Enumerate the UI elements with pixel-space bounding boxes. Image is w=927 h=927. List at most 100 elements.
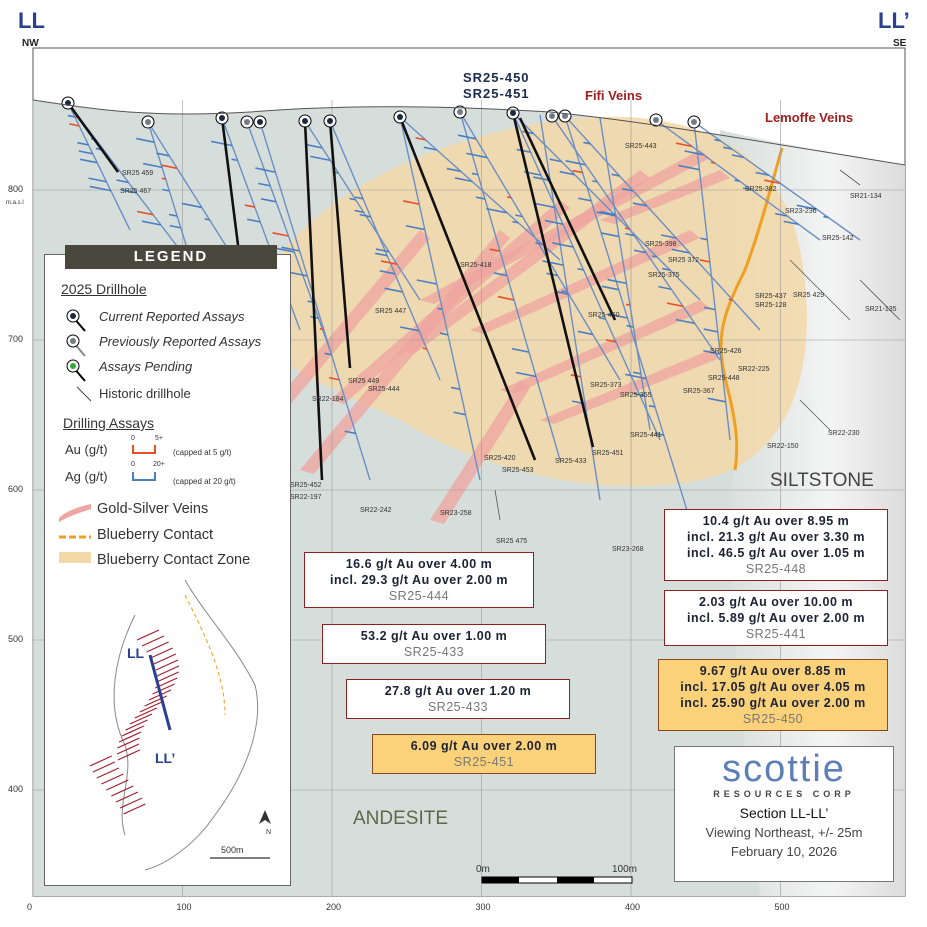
assay-result-line: 10.4 g/t Au over 8.95 m <box>702 514 850 528</box>
callout-hole-id: SR25-451 <box>453 755 515 769</box>
company-logo-sub: RESOURCES CORP <box>713 789 855 799</box>
legend-veins: Gold-Silver Veins <box>97 501 209 517</box>
ag-assay-bar <box>660 234 677 239</box>
inset-vein <box>118 731 142 743</box>
drillhole-collar-dot <box>244 119 250 125</box>
scale-end-label: 100m <box>612 864 638 875</box>
inset-vein <box>117 737 140 749</box>
drillhole-label: SR25-355 <box>620 392 652 399</box>
section-start-label: LL <box>18 8 45 33</box>
drillhole-label: SR25-382 <box>745 186 777 193</box>
previous-drillhole-trace <box>399 116 481 481</box>
ag-assay-bar <box>684 150 704 156</box>
drillhole-label: SR25-460 <box>588 312 620 319</box>
drillhole-label: SR22-150 <box>767 443 799 450</box>
inset-vein <box>92 761 116 773</box>
ag-assay-bar <box>359 213 371 218</box>
ag-assay-bar <box>578 197 592 202</box>
ag-assay-bar <box>475 196 486 200</box>
andesite-label: ANDESITE <box>353 808 449 829</box>
previous-drillhole-trace <box>564 115 761 331</box>
ag-assay-bar <box>703 328 718 333</box>
topography-line <box>32 99 906 166</box>
blueberry-contact-line <box>719 147 784 471</box>
ag-assay-bar <box>607 313 628 319</box>
ag-assay-bar <box>534 202 555 209</box>
ag-assay-bar <box>723 146 733 150</box>
drillhole-label: SR25-441 <box>630 432 662 439</box>
legend-pending: Assays Pending <box>99 359 193 374</box>
au-scale-min: 0 <box>131 435 135 442</box>
au-assay-bar <box>507 196 512 199</box>
inset-vein <box>125 719 148 731</box>
inset-scale-label: 500m <box>221 845 244 855</box>
assay-result-line: 6.09 g/t Au over 2.00 m <box>410 739 558 753</box>
ag-assay-bar <box>549 158 562 163</box>
ag-assay-bar <box>446 167 461 173</box>
title-block: scottie RESOURCES CORP Section LL-LL’ Vi… <box>674 746 894 882</box>
ag-assay-bar <box>632 202 648 207</box>
au-assay-bar <box>489 248 501 252</box>
callout-hole-id: SR25-448 <box>745 562 807 576</box>
legend-assays-heading: Drilling Assays <box>63 415 155 431</box>
ag-assay-bar <box>281 246 300 252</box>
ag-assay-bar <box>307 300 313 303</box>
zone-swatch <box>59 552 91 563</box>
ag-assay-bar <box>116 179 129 184</box>
drillhole-label: SR25-452 <box>290 482 322 489</box>
inset-vein <box>116 743 140 755</box>
au-cap-note: (capped at 5 g/t) <box>173 448 232 457</box>
inset-vein <box>111 785 134 797</box>
ag-assay-bar <box>121 188 137 194</box>
inset-vein <box>101 773 124 785</box>
drillhole-label: SR25-418 <box>460 262 492 269</box>
ag-cap-note: (capped at 20 g/t) <box>173 477 236 486</box>
ag-assay-bar <box>375 252 388 257</box>
ag-assay-bar <box>324 352 332 356</box>
au-assay-bar <box>422 347 427 350</box>
company-logo: scottie <box>722 748 846 790</box>
ag-assay-bar <box>592 180 598 183</box>
x-tick-label: 200 <box>326 902 342 912</box>
drillhole-collar-dot <box>302 118 308 124</box>
x-tick-label: 400 <box>625 902 641 912</box>
au-assay-bar <box>728 298 733 301</box>
au-assay-bar <box>764 179 781 185</box>
au-assay-bar <box>403 200 420 205</box>
historic-drillhole-icon <box>76 386 92 402</box>
ag-assay-bar <box>658 285 672 291</box>
section-line <box>148 654 172 731</box>
ag-assay-bar <box>755 171 769 176</box>
ag-assay-bar <box>823 215 829 219</box>
drillhole-label: SR23-268 <box>612 546 644 553</box>
x-tick-label: 0 <box>27 902 33 912</box>
drillhole-collar-dot <box>653 117 659 123</box>
vein <box>500 300 710 394</box>
vein <box>430 380 530 524</box>
ag-assay-bar <box>310 155 331 162</box>
north-label: N <box>266 829 272 836</box>
drillhole-label: SR25-367 <box>683 388 715 395</box>
current-drillhole-trace <box>303 120 324 481</box>
inset-vein <box>144 695 167 707</box>
au-scale-icon <box>132 445 156 454</box>
ag-assay-bar <box>675 318 695 325</box>
drillhole-collar-dot <box>219 115 225 121</box>
drillhole-label: SR25 449 <box>348 378 380 385</box>
au-assay-bar <box>380 260 398 265</box>
drillhole-label: SR25-453 <box>502 467 534 474</box>
y-tick-label: 700 <box>8 334 24 344</box>
ag-assay-bar <box>88 177 107 183</box>
drillhole-label: SR25-420 <box>484 455 516 462</box>
drillhole-collar-dot <box>397 114 403 120</box>
ag-assay-bar <box>181 202 202 209</box>
drillhole-label: SR25-444 <box>368 386 400 393</box>
inset-vein <box>134 707 158 719</box>
inset-vein <box>106 779 129 791</box>
ag-assay-bar <box>231 158 238 162</box>
ag-assay-bar <box>632 371 642 375</box>
header-hole-451: SR25-451 <box>463 86 530 101</box>
